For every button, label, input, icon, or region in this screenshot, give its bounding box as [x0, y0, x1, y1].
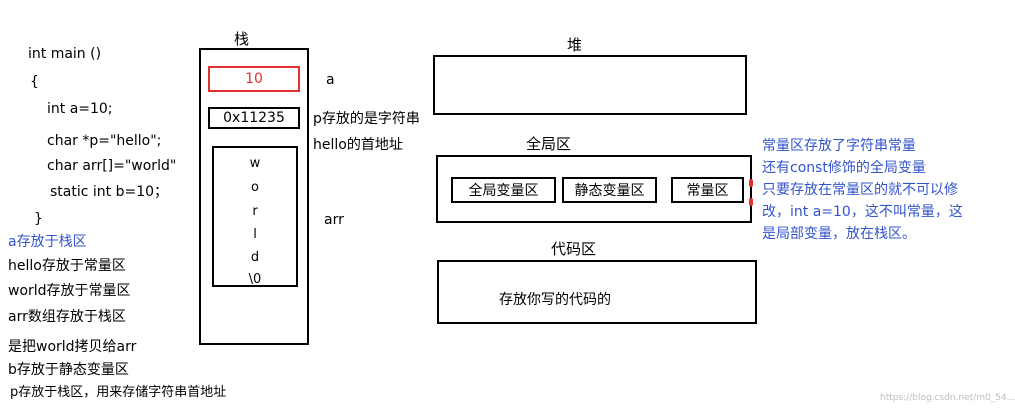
global-var-cell: 全局变量区 — [451, 177, 556, 203]
static-var-cell: 静态变量区 — [562, 177, 657, 203]
global-area-title: 全局区 — [526, 135, 572, 153]
note-hello-in-constant: hello存放于常量区 — [8, 258, 126, 274]
note-copy-world: 是把world拷贝给arr — [8, 339, 137, 355]
heap-box — [433, 55, 747, 115]
arr-char-nul: \0 — [248, 272, 262, 287]
code-line-char-arr: char arr[]="world" — [47, 158, 177, 174]
stack-label-p-line2: hello的首地址 — [313, 137, 403, 153]
arr-char-o: o — [251, 180, 259, 195]
note-arr-in-stack: arr数组存放于栈区 — [8, 309, 126, 325]
code-line-open-brace: { — [30, 74, 39, 90]
stack-label-arr: arr — [324, 212, 344, 228]
arr-char-l: l — [253, 227, 257, 242]
heap-title: 堆 — [567, 36, 583, 54]
code-line-static-b: static int b=10； — [50, 184, 169, 200]
constant-cell: 常量区 — [671, 177, 744, 203]
arr-char-r: r — [252, 204, 258, 219]
code-line-int-a: int a=10; — [47, 101, 113, 117]
constant-note-line-1: 常量区存放了字符串常量 — [762, 138, 916, 154]
note-b-in-static: b存放于静态变量区 — [8, 362, 129, 378]
code-area-box — [437, 260, 757, 324]
global-area-edge-mark-top — [749, 179, 753, 187]
stack-var-a-cell: 10 — [208, 66, 300, 92]
constant-note-line-3: 只要存放在常量区的就不可以修 — [762, 182, 958, 198]
note-a-in-stack: a存放于栈区 — [8, 234, 87, 250]
code-line-close-brace: } — [34, 211, 43, 227]
global-area-edge-mark-bottom — [749, 198, 753, 206]
stack-label-a: a — [326, 72, 335, 88]
note-world-in-constant: world存放于常量区 — [8, 283, 131, 299]
code-area-content: 存放你写的代码的 — [499, 292, 611, 308]
stack-arr-cell: w o r l d \0 — [212, 146, 298, 287]
note-p-in-stack: p存放于栈区，用来存储字符串首地址 — [10, 385, 227, 400]
stack-label-p-line1: p存放的是字符串 — [313, 111, 420, 127]
code-line-char-p: char *p="hello"; — [47, 133, 162, 149]
arr-char-w: w — [249, 156, 261, 171]
stack-title: 栈 — [234, 30, 250, 48]
constant-note-line-5: 是局部变量，放在栈区。 — [762, 226, 916, 242]
arr-char-d: d — [250, 250, 260, 265]
code-area-title: 代码区 — [551, 240, 597, 258]
constant-note-line-2: 还有const修饰的全局变量 — [762, 160, 926, 176]
constant-note-line-4: 改，int a=10，这不叫常量，这 — [762, 204, 963, 220]
watermark: https://blog.csdn.net/m0_54... — [880, 393, 1015, 403]
stack-var-p-cell: 0x11235 — [208, 107, 300, 129]
code-line-main: int main () — [28, 46, 102, 62]
